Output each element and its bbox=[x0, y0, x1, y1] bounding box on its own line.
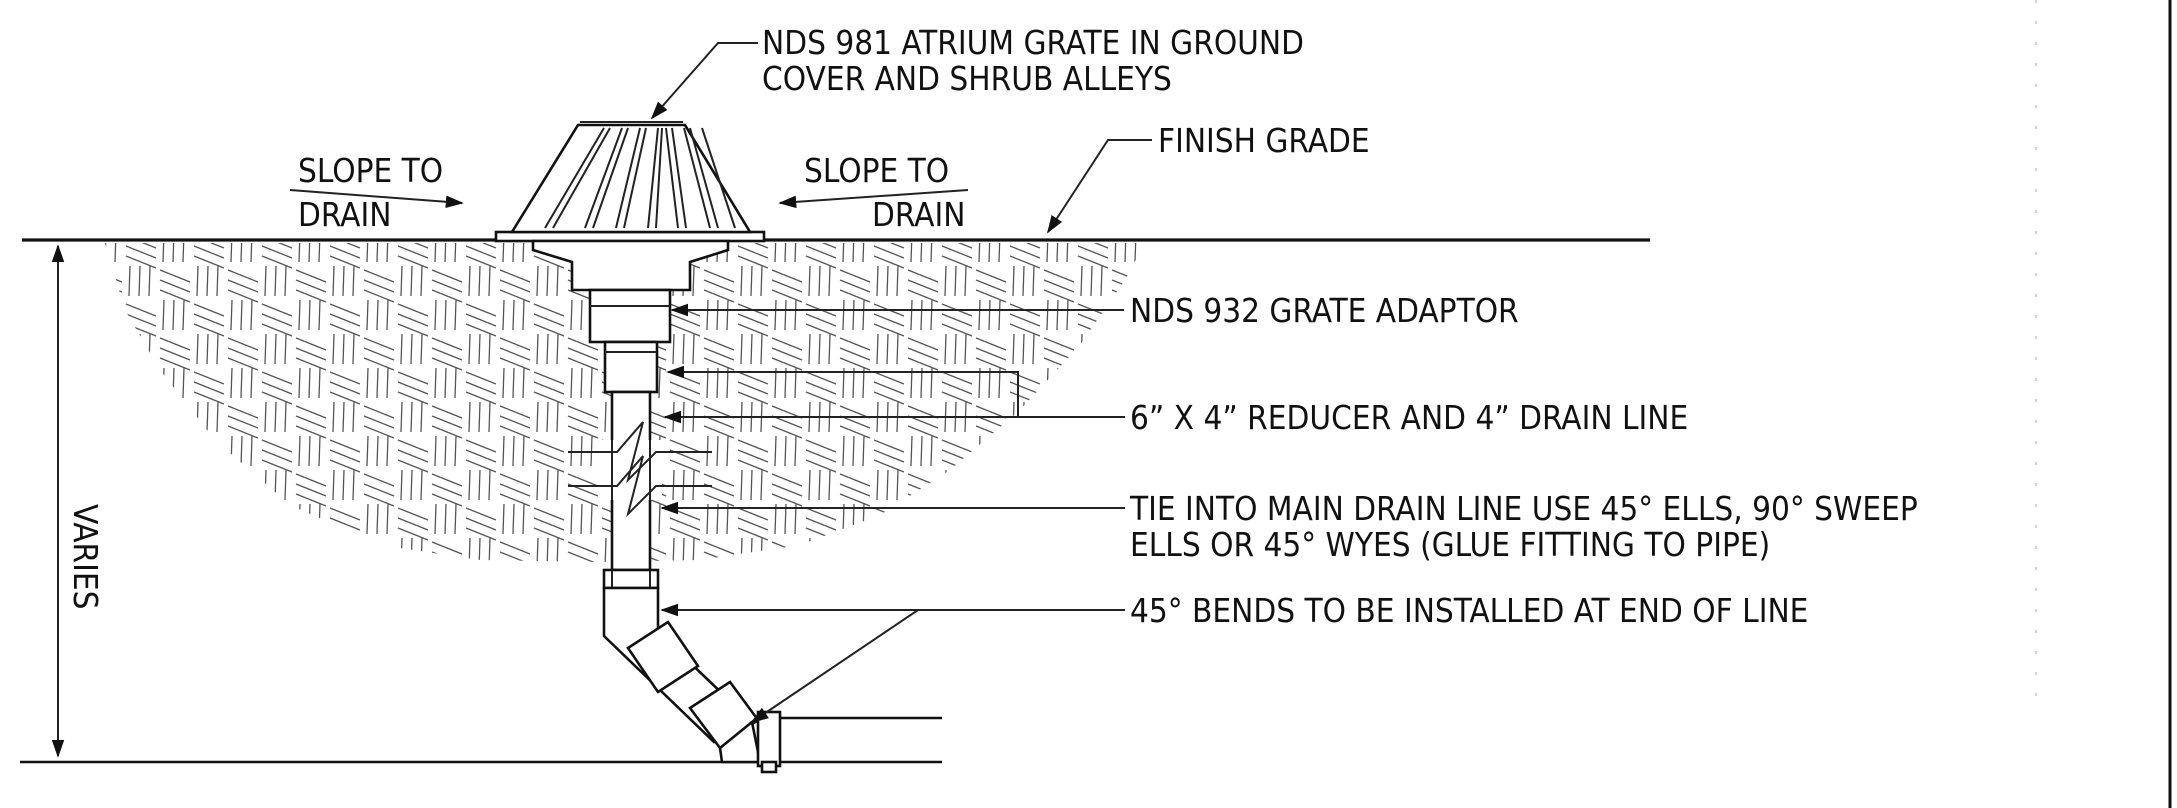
leader-lines bbox=[650, 42, 1152, 724]
reducer-label: 6” X 4” REDUCER AND 4” DRAIN LINE bbox=[1130, 398, 1688, 437]
bend-fittings bbox=[602, 586, 942, 774]
slope-arrows bbox=[289, 189, 969, 209]
slope-left-line1: SLOPE TO bbox=[298, 151, 443, 190]
adaptor-label: NDS 932 GRATE ADAPTOR bbox=[1130, 291, 1519, 330]
bends-label: 45° BENDS TO BE INSTALLED AT END OF LINE bbox=[1130, 591, 1808, 630]
grate-callout-line2: COVER AND SHRUB ALLEYS bbox=[762, 59, 1172, 98]
slope-right-line2: DRAIN bbox=[872, 195, 965, 234]
reducer bbox=[603, 340, 659, 394]
tie-in-line1: TIE INTO MAIN DRAIN LINE USE 45° ELLS, 9… bbox=[1129, 489, 1918, 528]
slope-right-line1: SLOPE TO bbox=[804, 151, 949, 190]
drain-pipe bbox=[568, 390, 712, 590]
grate-callout-line1: NDS 981 ATRIUM GRATE IN GROUND bbox=[762, 23, 1304, 62]
grate-adaptor bbox=[531, 239, 730, 344]
finish-grade-label: FINISH GRADE bbox=[1158, 121, 1370, 160]
atrium-grate bbox=[494, 121, 766, 243]
tie-in-line2: ELLS OR 45° WYES (GLUE FITTING TO PIPE) bbox=[1130, 525, 1770, 564]
slope-left-line2: DRAIN bbox=[298, 195, 391, 234]
varies-label: VARIES bbox=[66, 504, 105, 609]
